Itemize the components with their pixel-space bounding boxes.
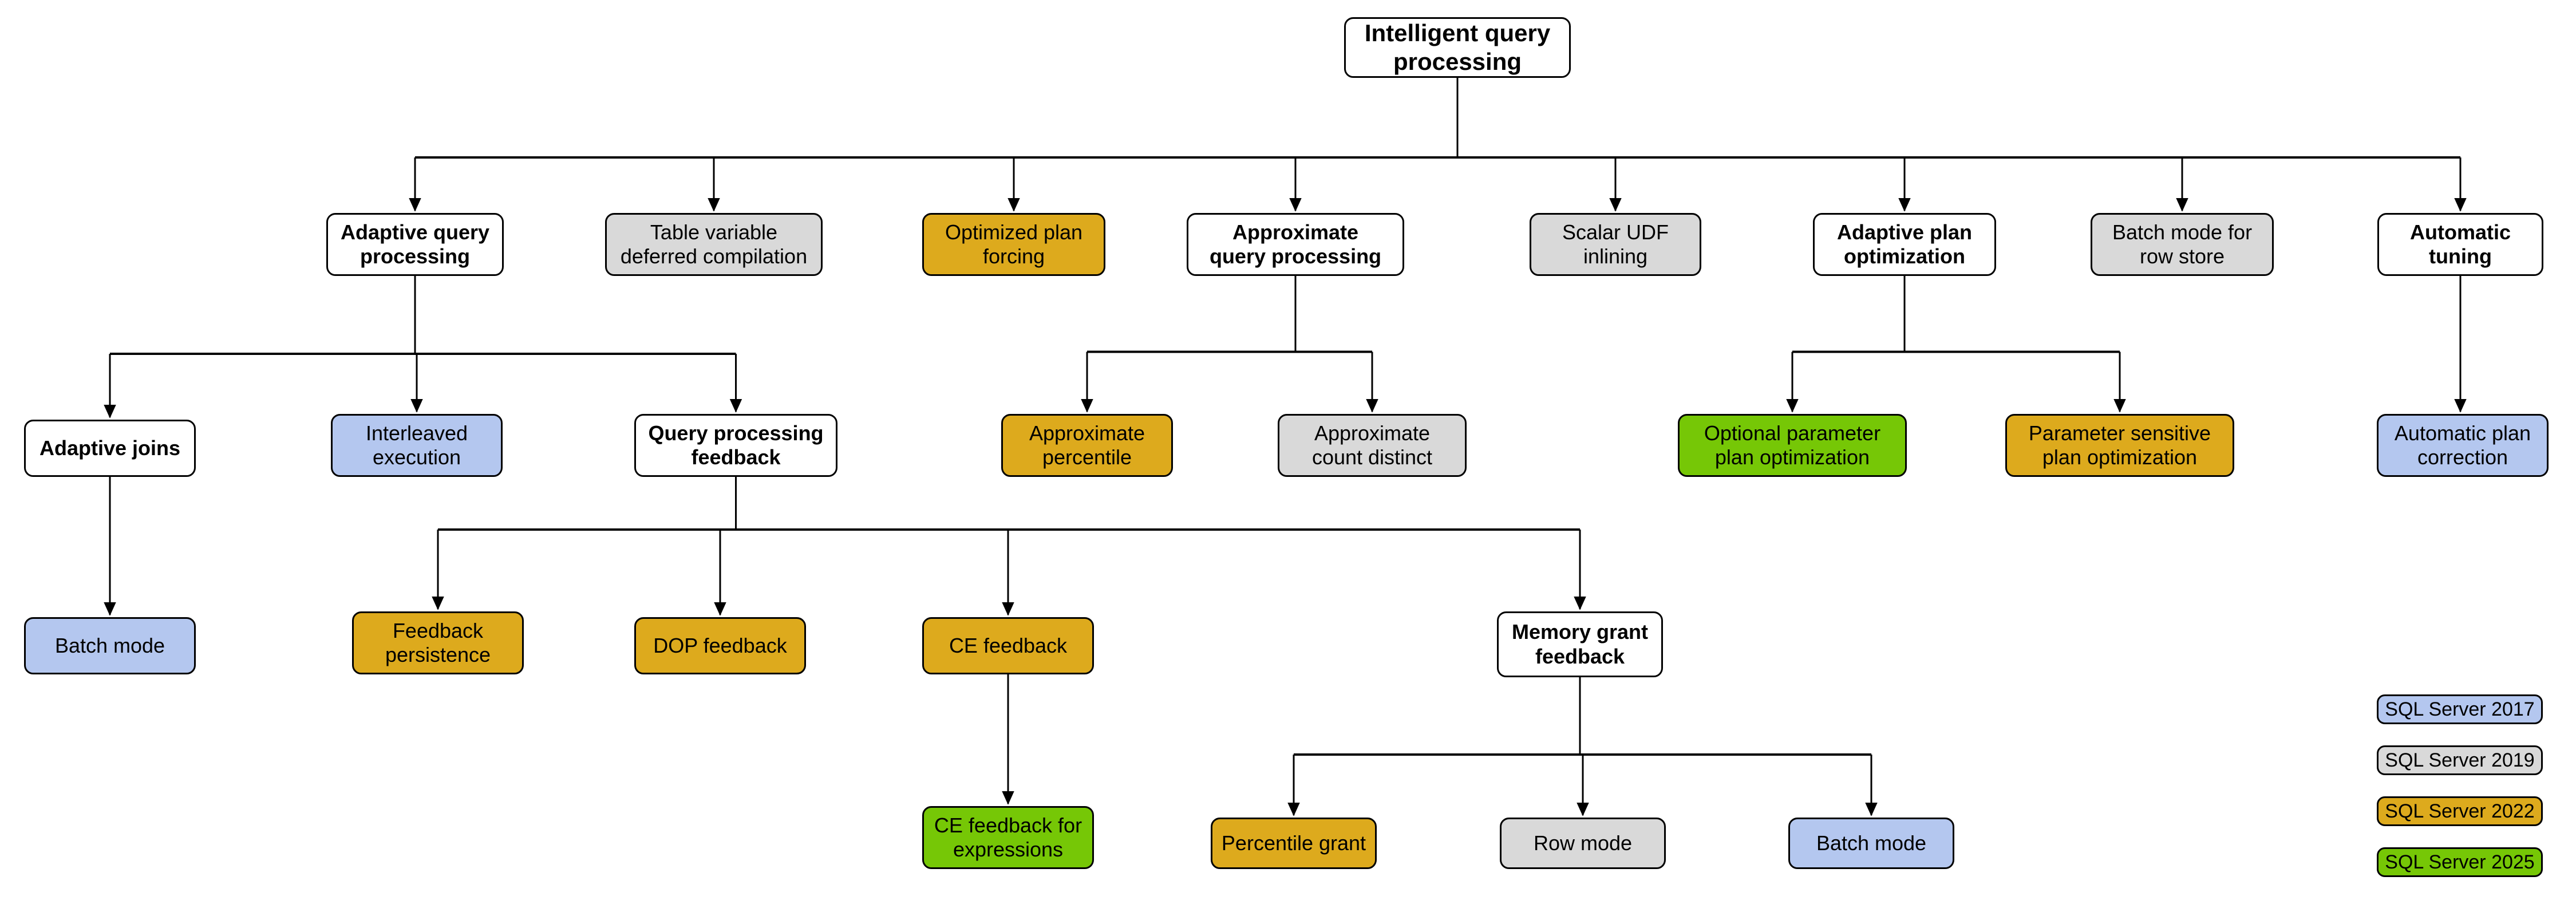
node-dop-feedback[interactable]: DOP feedback (634, 617, 806, 674)
node-batch-mode-mgf[interactable]: Batch mode (1788, 818, 1954, 869)
node-opt-plan-force[interactable]: Optimized plan forcing (922, 213, 1105, 276)
node-label: Scalar UDF inlining (1562, 220, 1669, 268)
node-table-var[interactable]: Table variable deferred compilation (605, 213, 823, 276)
legend-item-label: SQL Server 2017 (2385, 698, 2535, 720)
legend-item-label: SQL Server 2022 (2385, 800, 2535, 822)
node-row-mode[interactable]: Row mode (1500, 818, 1666, 869)
legend-item-label: SQL Server 2025 (2385, 851, 2535, 873)
node-qp-feedback[interactable]: Query processing feedback (634, 414, 837, 477)
node-label: CE feedback for expressions (934, 813, 1082, 861)
node-label: Parameter sensitive plan optimization (2028, 421, 2211, 469)
legend-item-0: SQL Server 2017 (2377, 694, 2543, 724)
node-label: Query processing feedback (648, 421, 824, 469)
node-param-sens-plan[interactable]: Parameter sensitive plan optimization (2005, 414, 2234, 477)
node-label: Optimized plan forcing (945, 220, 1083, 268)
legend-item-3: SQL Server 2025 (2377, 847, 2543, 877)
node-interleaved[interactable]: Interleaved execution (331, 414, 503, 477)
node-label: Automatic plan correction (2394, 421, 2531, 469)
node-root[interactable]: Intelligent query processing (1344, 17, 1571, 78)
node-label: Row mode (1533, 831, 1633, 855)
node-label: Approximate percentile (1029, 421, 1145, 469)
legend-item-label: SQL Server 2019 (2385, 749, 2535, 771)
node-label: Adaptive query processing (340, 220, 490, 268)
node-label: Optional parameter plan optimization (1704, 421, 1881, 469)
node-label: CE feedback (949, 633, 1068, 657)
node-fb-persistence[interactable]: Feedback persistence (352, 611, 524, 674)
node-adaptive-joins[interactable]: Adaptive joins (24, 420, 196, 477)
node-approx-count[interactable]: Approximate count distinct (1278, 414, 1467, 477)
node-label: Approximate count distinct (1311, 421, 1433, 469)
node-label: Table variable deferred compilation (620, 220, 808, 268)
node-label: Feedback persistence (385, 618, 491, 666)
node-label: Memory grant feedback (1511, 620, 1649, 668)
node-label: Adaptive plan optimization (1836, 220, 1973, 268)
node-label: Automatic tuning (2409, 220, 2511, 268)
node-label: Interleaved execution (365, 421, 468, 469)
node-label: Adaptive joins (39, 436, 181, 460)
node-label: Intelligent query processing (1364, 19, 1551, 75)
node-approx-qp[interactable]: Approximate query processing (1187, 213, 1404, 276)
node-adaptive-qp[interactable]: Adaptive query processing (326, 213, 504, 276)
node-batch-row-store[interactable]: Batch mode for row store (2091, 213, 2274, 276)
node-mem-grant-fb[interactable]: Memory grant feedback (1497, 611, 1663, 677)
legend-item-1: SQL Server 2019 (2377, 745, 2543, 775)
node-label: Batch mode for row store (2112, 220, 2253, 268)
node-label: DOP feedback (653, 633, 787, 657)
legend-item-2: SQL Server 2022 (2377, 796, 2543, 826)
node-label: Percentile grant (1221, 831, 1366, 855)
node-label: Batch mode (1816, 831, 1927, 855)
node-ce-feedback[interactable]: CE feedback (922, 617, 1094, 674)
node-approx-pct[interactable]: Approximate percentile (1001, 414, 1173, 477)
node-scalar-udf[interactable]: Scalar UDF inlining (1530, 213, 1701, 276)
node-percentile-grant[interactable]: Percentile grant (1211, 818, 1377, 869)
node-ce-fb-expr[interactable]: CE feedback for expressions (922, 806, 1094, 869)
node-adaptive-plan[interactable]: Adaptive plan optimization (1813, 213, 1996, 276)
node-auto-plan-corr[interactable]: Automatic plan correction (2377, 414, 2549, 477)
node-opt-param-plan[interactable]: Optional parameter plan optimization (1678, 414, 1907, 477)
node-batch-mode-aj[interactable]: Batch mode (24, 617, 196, 674)
node-label: Approximate query processing (1209, 220, 1382, 268)
node-label: Batch mode (54, 633, 165, 657)
node-auto-tuning[interactable]: Automatic tuning (2377, 213, 2543, 276)
